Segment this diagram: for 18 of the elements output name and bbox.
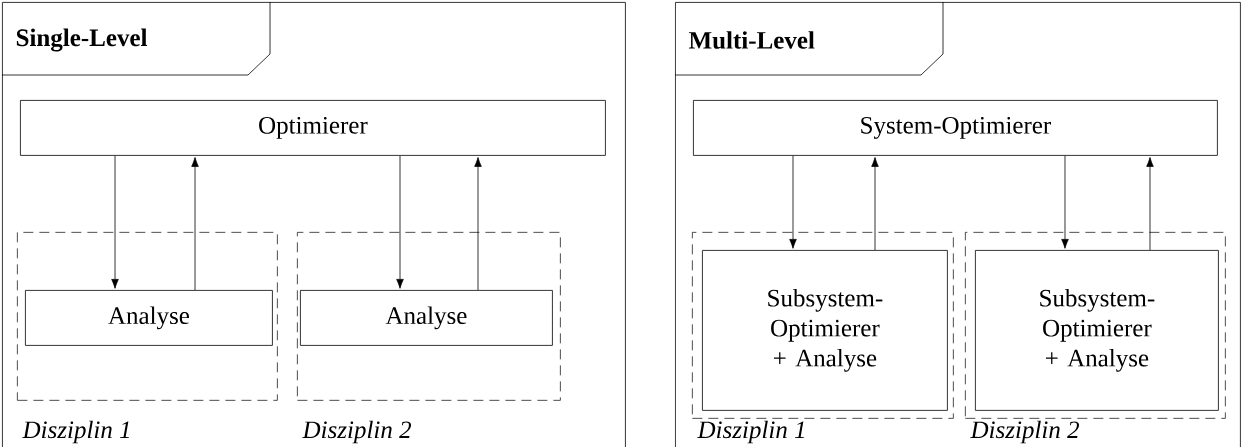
arrow [1061,155,1069,249]
arrow [871,157,879,251]
process-box: System-Optimierer [693,100,1218,156]
process-box: Optimierer [20,100,606,156]
node-label: Disziplin 1 [22,420,129,444]
node-label: Disziplin 2 [970,420,1080,444]
node-label: Disziplin 1 [697,420,804,444]
process-box: Analyse [25,290,273,346]
process-box: Subsystem- Optimierer + Analyse [975,250,1219,411]
arrow [111,155,119,289]
arrow [1146,157,1154,251]
arrow [191,157,199,291]
process-box: Analyse [300,290,553,346]
arrow [396,155,404,289]
node-label: Disziplin 2 [302,420,412,444]
arrow [474,157,482,291]
arrow [789,155,797,249]
process-box: Subsystem- Optimierer + Analyse [702,250,948,411]
